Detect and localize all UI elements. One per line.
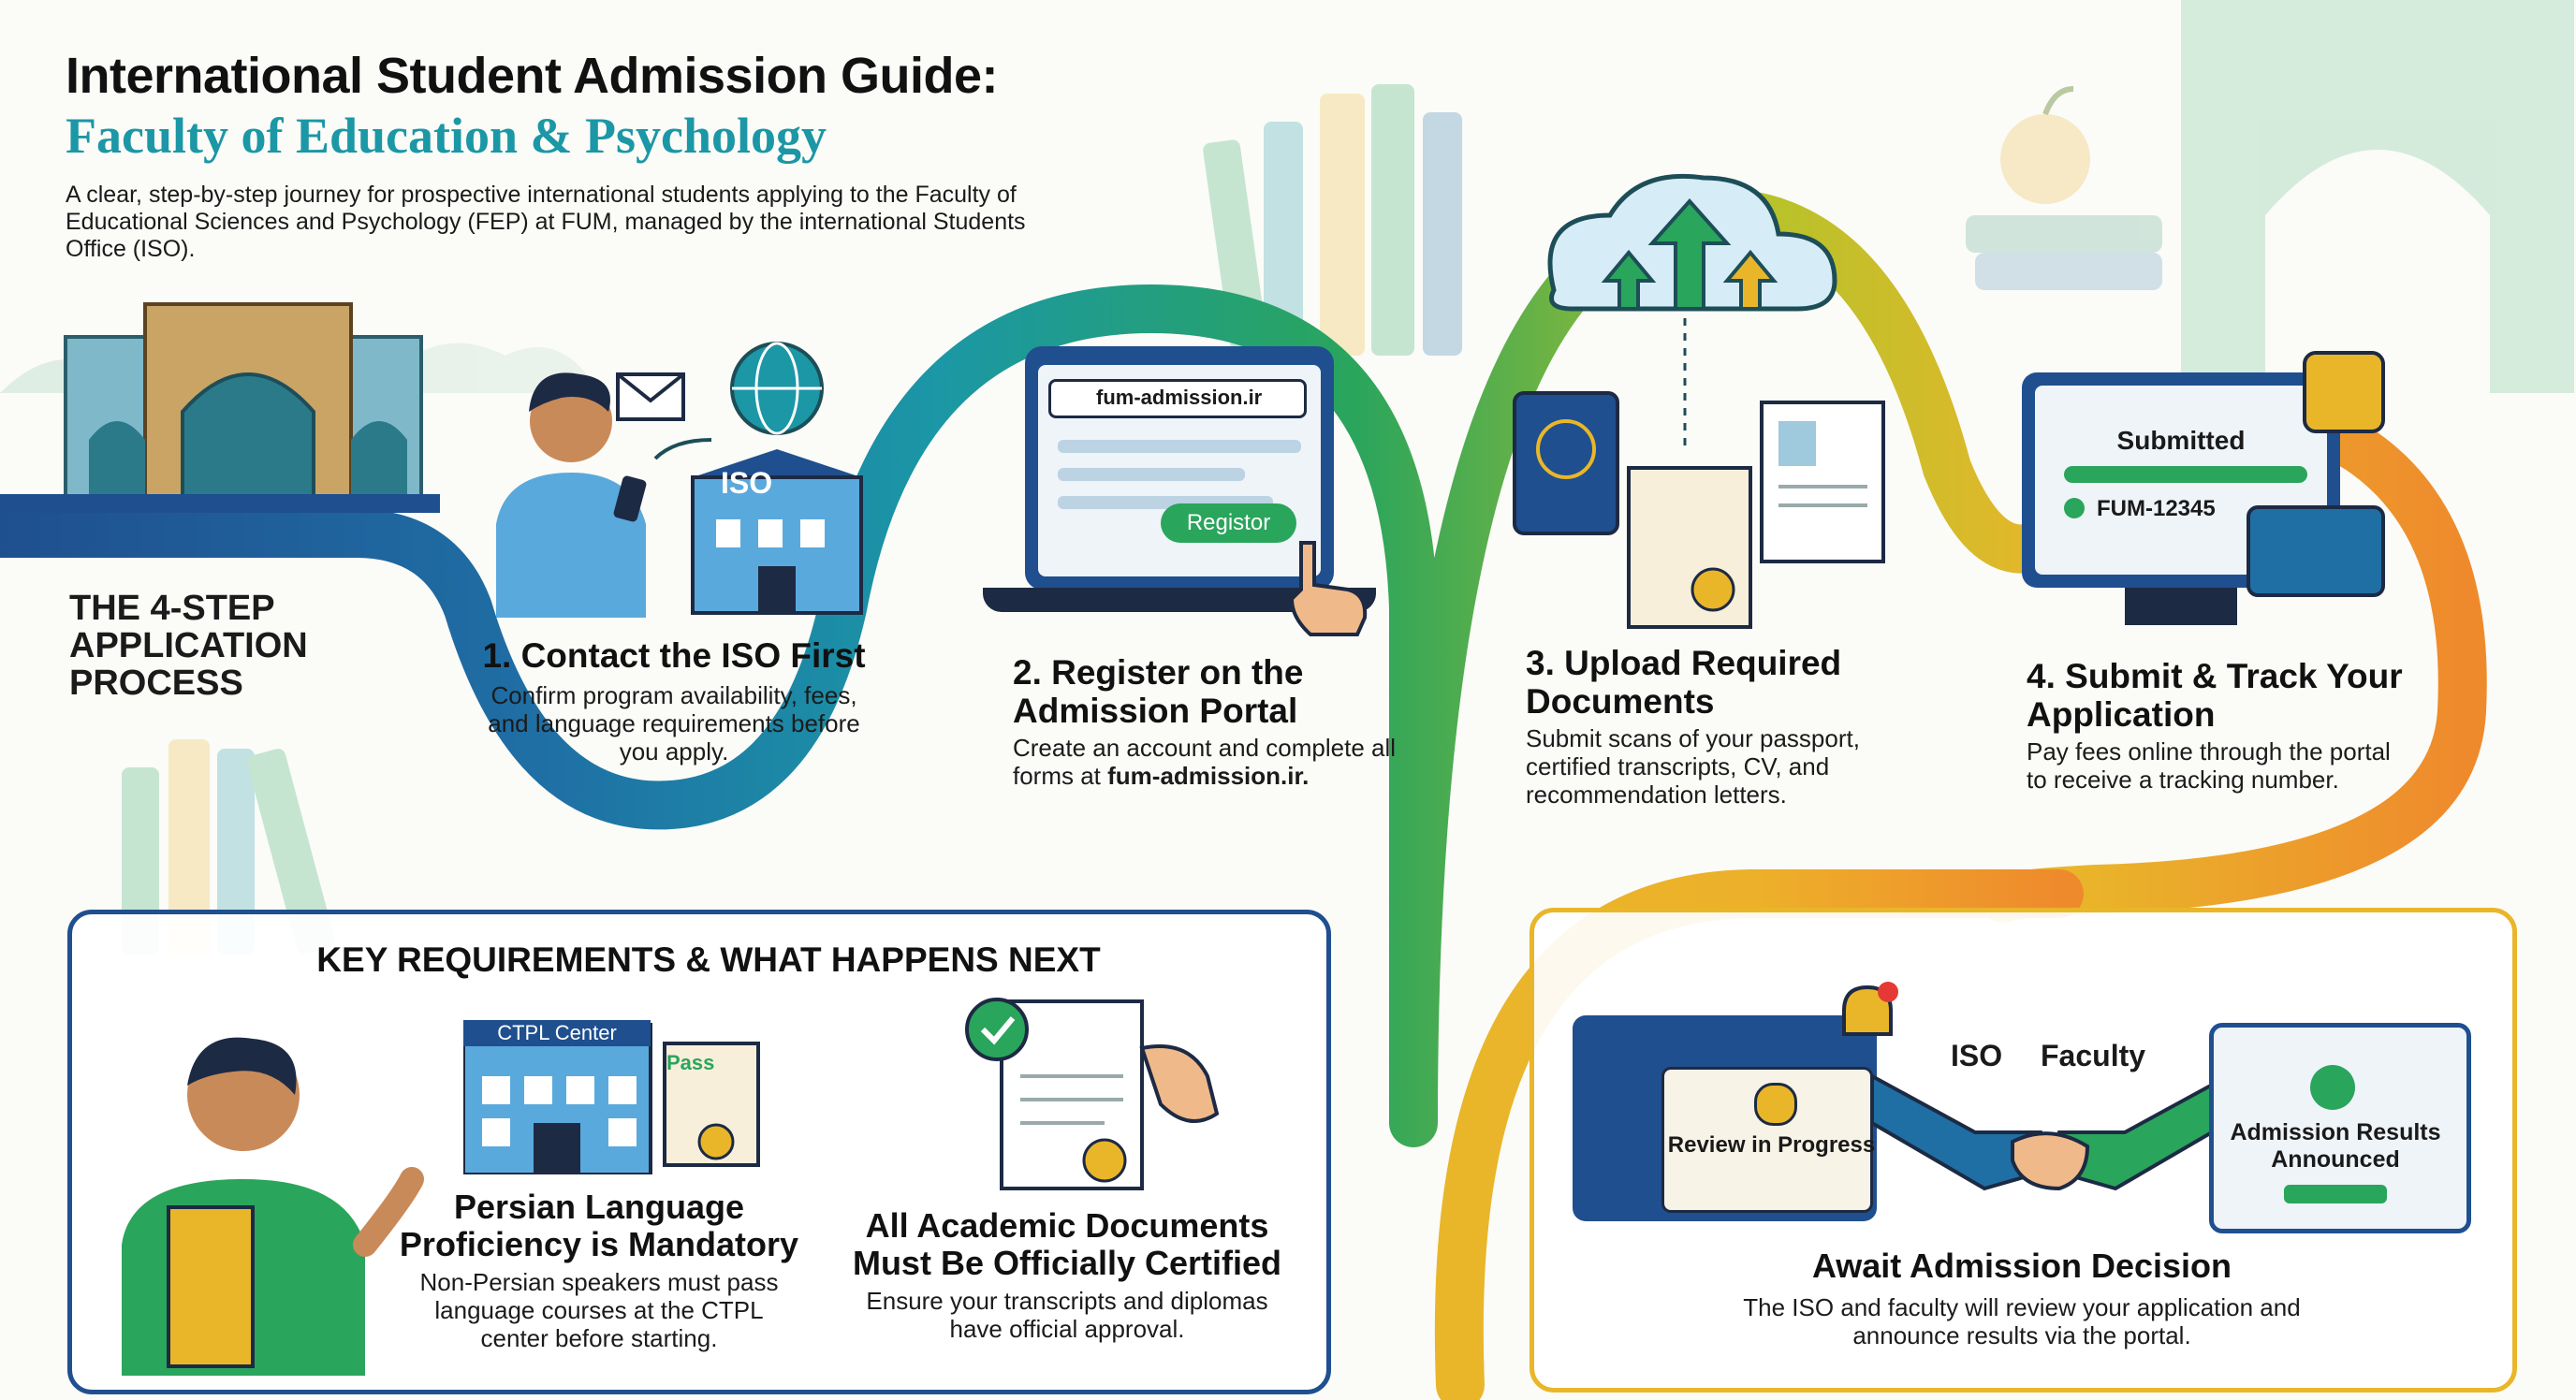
journey-path-lower xyxy=(1434,869,2084,1400)
step2-desc-url: fum-admission.ir. xyxy=(1107,762,1310,790)
page-subtitle: Faculty of Education & Psychology xyxy=(66,108,827,164)
monitor-stand xyxy=(2125,588,2237,625)
url-text: fum-admission.ir xyxy=(1096,386,1263,409)
certificate-icon xyxy=(1627,466,1752,629)
tracking-number: FUM-12345 xyxy=(2097,496,2216,521)
step2-desc-text: Create an account and complete all forms… xyxy=(1013,734,1397,790)
req1-desc: Non-Persian speakers must pass language … xyxy=(419,1268,779,1352)
step3-desc: Submit scans of your passport, certified… xyxy=(1526,724,1860,809)
ctpl-center-illustration xyxy=(463,1023,760,1174)
req2-title: All Academic Documents Must Be Officiall… xyxy=(852,1206,1282,1282)
pointing-hand-icon xyxy=(1289,541,1368,636)
ctpl-center-label: CTPL Center xyxy=(463,1020,651,1046)
iso-building-icon xyxy=(691,449,863,615)
register-button[interactable]: Registor xyxy=(1161,503,1296,543)
form-field xyxy=(1058,440,1301,453)
submitted-label: Submitted xyxy=(2116,426,2246,455)
student-phone-icon xyxy=(496,372,647,618)
step2-desc: Create an account and complete all forms… xyxy=(1013,734,1406,790)
check-icon xyxy=(2310,1065,2355,1110)
campus-gate-icon xyxy=(0,302,440,513)
globe-icon xyxy=(730,342,824,435)
pass-label: Pass xyxy=(666,1051,715,1074)
page-title: International Student Admission Guide: xyxy=(66,48,999,104)
clock-icon xyxy=(1754,1083,1797,1126)
step2-title: 2. Register on the Admission Portal xyxy=(1013,653,1304,730)
step1-title: 1. Contact the ISO First xyxy=(482,636,866,675)
decision-desc: The ISO and faculty will review your app… xyxy=(1743,1293,2301,1349)
passport-icon xyxy=(1513,391,1619,535)
results-button[interactable] xyxy=(2284,1185,2387,1203)
background-books xyxy=(122,84,1462,955)
certified-document-illustration xyxy=(965,998,1220,1190)
progress-bar xyxy=(2064,466,2307,483)
credit-card-icon xyxy=(2247,505,2385,597)
notification-bell-icon xyxy=(1842,982,1898,1036)
requirements-heading: KEY REQUIREMENTS & WHAT HAPPENS NEXT xyxy=(316,941,1101,979)
step4-title: 4. Submit & Track Your Application xyxy=(2027,657,2403,734)
background-arch xyxy=(2181,0,2574,393)
faculty-label: Faculty xyxy=(2041,1039,2146,1072)
iso-badge-label: ISO xyxy=(721,466,773,500)
results-label: Admission Results Announced xyxy=(2230,1119,2441,1173)
intro-text: A clear, step-by-step journey for prospe… xyxy=(66,182,1026,262)
step1-desc: Confirm program availability, fees, and … xyxy=(488,681,860,766)
cloud-upload-icon xyxy=(1547,173,1837,449)
step3-title: 3. Upload Required Documents xyxy=(1526,644,1842,721)
form-field xyxy=(1058,468,1245,481)
apple-books-icon xyxy=(1966,86,2162,290)
decision-title: Await Admission Decision xyxy=(1811,1247,2232,1285)
journey-path xyxy=(0,188,2487,1147)
review-label: Review in Progress xyxy=(1667,1132,1876,1158)
check-icon xyxy=(2064,498,2085,518)
receipt-icon xyxy=(2303,351,2385,433)
iso-label: ISO xyxy=(1951,1039,2003,1072)
cv-document-icon xyxy=(1760,401,1885,563)
process-label: THE 4-STEP APPLICATION PROCESS xyxy=(69,589,308,703)
req2-desc: Ensure your transcripts and diplomas hav… xyxy=(866,1287,1268,1343)
step1-illustration xyxy=(496,342,863,618)
envelope-icon xyxy=(616,372,685,421)
arrow-icon xyxy=(653,438,712,460)
step4-desc: Pay fees online through the portal to re… xyxy=(2027,737,2391,794)
handshake-icon xyxy=(1872,1073,2228,1191)
student-with-book-illustration xyxy=(122,1037,424,1376)
step3-illustration xyxy=(1513,173,1885,629)
url-bar[interactable]: fum-admission.ir xyxy=(1048,379,1307,418)
req1-title: Persian Language Proficiency is Mandator… xyxy=(399,1188,799,1263)
